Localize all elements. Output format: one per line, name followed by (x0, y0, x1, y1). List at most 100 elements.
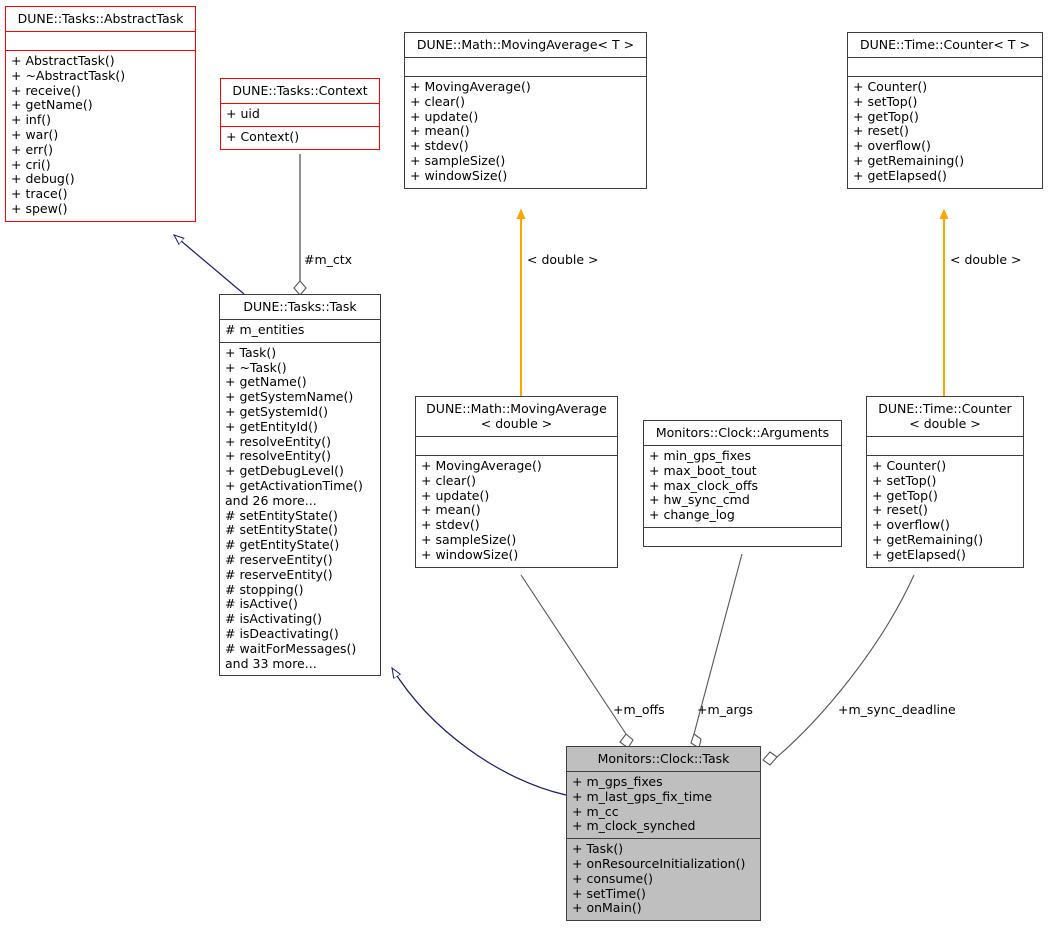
class-member: + setTime() (572, 885, 646, 901)
class-member: # stopping() (225, 581, 304, 597)
class-member: + getEntityId() (225, 418, 318, 434)
class-title: DUNE::Tasks::AbstractTask (17, 11, 184, 26)
compartment-divider (567, 838, 760, 840)
class-member: + setTop() (853, 93, 918, 109)
class-member: + m_clock_synched (572, 818, 696, 834)
class-box-counter-t[interactable]: DUNE::Time::Counter< T > + Counter() + s… (847, 32, 1043, 189)
attributes-compartment (6, 32, 195, 50)
class-title: DUNE::Tasks::Task (243, 299, 357, 314)
class-member: # isActive() (225, 596, 298, 612)
edge-label-m-args: +m_args (697, 702, 753, 717)
compartment-divider (220, 341, 380, 343)
operations-compartment: + Task() + ~Task() + getName() + getSyst… (220, 343, 380, 676)
class-member: + trace() (11, 186, 68, 202)
compartment-divider (416, 455, 617, 456)
class-member: + max_boot_tout (649, 462, 757, 478)
class-member: + getElapsed() (872, 546, 966, 562)
class-member: + err() (11, 141, 53, 157)
class-member: + getTop() (872, 487, 938, 503)
class-box-tasks-task[interactable]: DUNE::Tasks::Task # m_entities + Task() … (219, 294, 381, 677)
operations-compartment: + Context() (221, 127, 379, 149)
class-member: + hw_sync_cmd (649, 492, 750, 508)
class-member: + windowSize() (421, 546, 519, 562)
class-member: + reset() (872, 502, 928, 518)
class-member: + ~AbstractTask() (11, 67, 126, 83)
compartment-divider (867, 455, 1023, 456)
class-box-clock-arguments[interactable]: Monitors::Clock::Arguments + min_gps_fix… (643, 420, 842, 547)
compartment-divider (221, 103, 379, 104)
attributes-compartment: # m_entities (220, 320, 380, 342)
class-box-context[interactable]: DUNE::Tasks::Context + uid + Context() (220, 78, 380, 150)
class-member: + clear() (421, 472, 477, 488)
class-member: + getSystemId() (225, 403, 328, 419)
compartment-divider (6, 31, 195, 32)
attributes-compartment: + m_gps_fixes + m_last_gps_fix_time + m_… (567, 772, 760, 838)
operations-compartment: + MovingAverage() + clear() + update() +… (416, 456, 617, 567)
attributes-compartment (416, 437, 617, 455)
class-member: + m_gps_fixes (572, 774, 663, 789)
class-member: + Task() (572, 841, 624, 857)
class-member: + sampleSize() (410, 152, 506, 168)
class-box-moving-average-double[interactable]: DUNE::Math::MovingAverage < double > + M… (415, 396, 618, 568)
class-member: + getName() (225, 374, 307, 390)
attributes-compartment: + uid (221, 104, 379, 126)
class-member: + Task() (225, 344, 277, 360)
edge-m-args (690, 553, 743, 749)
class-member: + Context() (226, 128, 300, 144)
edge-m-sync-deadline (762, 574, 915, 766)
compartment-divider (567, 771, 760, 772)
class-title: DUNE::Math::MovingAverage < double > (426, 401, 607, 431)
compartment-divider (644, 526, 841, 528)
class-member: + spew() (11, 200, 68, 216)
class-member: + m_cc (572, 803, 619, 819)
class-member: + clear() (410, 93, 466, 109)
class-member: + stdev() (410, 138, 469, 154)
class-member: # reserveEntity() (225, 551, 333, 567)
class-member-more: and 26 more... (225, 492, 317, 508)
class-member: + getTop() (853, 108, 919, 124)
compartment-divider (644, 445, 841, 446)
class-member: + getRemaining() (853, 152, 965, 168)
attributes-compartment (848, 58, 1042, 76)
class-member: + consume() (572, 870, 653, 886)
operations-compartment: + Counter() + setTop() + getTop() + rese… (848, 77, 1042, 188)
class-member: + resolveEntity() (225, 433, 331, 449)
edge-label-m-sync-deadline: +m_sync_deadline (838, 702, 956, 717)
class-member: + getDebugLevel() (225, 463, 344, 479)
class-member: + AbstractTask() (11, 53, 115, 68)
class-box-moving-average-t[interactable]: DUNE::Math::MovingAverage< T > + MovingA… (404, 32, 647, 189)
class-member: + m_last_gps_fix_time (572, 788, 713, 804)
class-member: # waitForMessages() (225, 640, 357, 656)
class-box-abstract-task[interactable]: DUNE::Tasks::AbstractTask + AbstractTask… (5, 6, 196, 222)
compartment-divider (848, 76, 1042, 77)
edge-label-template-double-right: < double > (950, 252, 1022, 267)
class-member: # getEntityState() (225, 537, 340, 553)
class-member: + resolveEntity() (225, 448, 331, 464)
compartment-divider (405, 76, 646, 77)
class-member: + windowSize() (410, 167, 508, 183)
class-member: + onMain() (572, 900, 642, 916)
class-member: + overflow() (853, 138, 931, 154)
class-box-counter-double[interactable]: DUNE::Time::Counter < double > + Counter… (866, 396, 1024, 568)
compartment-divider (220, 319, 380, 320)
class-member: + stdev() (421, 517, 480, 533)
class-member: + getName() (11, 97, 93, 113)
class-title: DUNE::Time::Counter< T > (860, 37, 1030, 52)
class-member: # m_entities (225, 322, 305, 337)
compartment-divider (416, 436, 617, 437)
class-title: Monitors::Clock::Task (597, 751, 730, 766)
edge-task-inherits-abstracttask (174, 235, 245, 295)
class-member: + min_gps_fixes (649, 448, 751, 463)
operations-compartment: + Counter() + setTop() + getTop() + rese… (867, 456, 1023, 567)
class-member: + getElapsed() (853, 167, 947, 183)
class-member: + reset() (853, 123, 909, 139)
class-title: DUNE::Time::Counter < double > (878, 401, 1012, 431)
class-member: + update() (410, 108, 479, 124)
operations-compartment: + Task() + onResourceInitialization() + … (567, 839, 760, 920)
class-member: + update() (421, 487, 490, 503)
class-member: + onResourceInitialization() (572, 855, 746, 871)
class-member: + inf() (11, 112, 51, 128)
class-box-clock-task[interactable]: Monitors::Clock::Task + m_gps_fixes + m_… (566, 746, 761, 922)
class-member: + MovingAverage() (410, 79, 531, 94)
class-member: + mean() (410, 123, 470, 139)
